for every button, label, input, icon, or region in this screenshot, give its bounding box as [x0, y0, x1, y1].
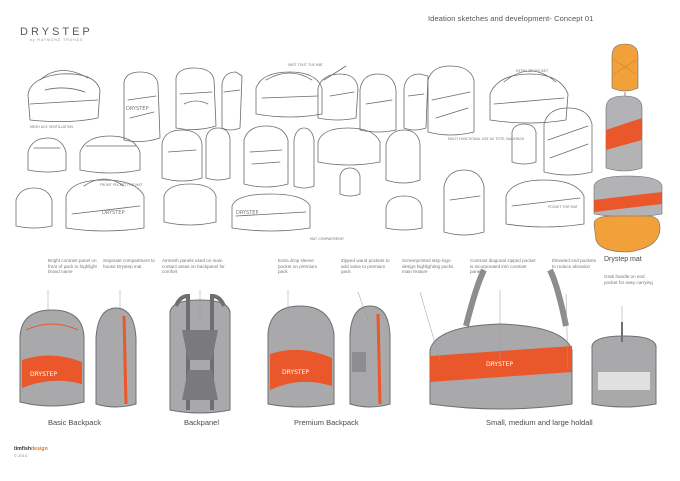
sketch-backpack-4	[359, 73, 397, 133]
caption-premium-backpack: Premium Backpack	[294, 418, 359, 427]
sketch-note-front-pocket: FRONT POCKET FOR MAT	[100, 183, 143, 187]
sketch-drystep-3: DRYSTEP	[236, 210, 258, 216]
sketch-backpack-1	[123, 71, 161, 142]
sketch-backpack-9	[243, 125, 289, 188]
note-drop-sleeve: Extra drop sleeve pocket on premium pack	[278, 258, 318, 275]
sketch-backpack-14	[443, 169, 485, 236]
footer-brand-main: timfish	[14, 446, 32, 452]
note-grab-handle: Grab handle on end pocket for easy carry…	[604, 274, 653, 285]
sketch-note-pocket: POCKET FOR MAT	[548, 205, 579, 209]
sketch-holdall-1	[27, 70, 101, 122]
note-elevated-pockets: Elevated end pockets to reduce abrasion	[552, 258, 596, 269]
sketch-holdall-10	[163, 183, 217, 226]
sketch-small-1	[339, 167, 361, 197]
note-contrast-diagonal: Contrast diagonal zipped pocket is incor…	[470, 258, 536, 275]
caption-holdall: Small, medium and large holdall	[486, 418, 593, 427]
footer: timfishdesign © 2014	[14, 446, 48, 458]
caption-backpanel: Backpanel	[184, 418, 220, 427]
sketch-backpack-12	[511, 123, 537, 165]
backpanel-render	[169, 293, 231, 414]
sketch-note-mat-comp: MAT COMPARTMENT	[310, 237, 345, 241]
note-wand-pockets: Zipped wand pockets to add value to prem…	[341, 258, 390, 275]
sketch-backpack-6	[427, 65, 475, 136]
sketch-backpack-11	[385, 129, 421, 184]
basic-pack-brand: DRYSTEP	[30, 371, 57, 378]
sketch-backpack-8	[205, 127, 231, 181]
sketch-note-mesh: MESH ACE VENTILLATION	[30, 125, 73, 129]
sketch-backpack-13	[543, 107, 593, 176]
sketch-backpack-2	[175, 67, 217, 130]
note-airmesh: Airmesh panels used on main contact area…	[162, 258, 225, 275]
sketch-drystep-2: DRYSTEP	[126, 106, 148, 112]
holdall-render	[429, 268, 657, 410]
caption-basic-backpack: Basic Backpack	[48, 418, 101, 427]
sketch-holdall-3	[317, 65, 359, 121]
footer-brand: timfishdesign	[14, 446, 48, 452]
sketch-note-extra-zip: EXTRA ZIP POCKET	[516, 69, 549, 73]
note-bright-contrast: Bright contrast panel on front of pack t…	[48, 258, 97, 275]
sketch-backpack-7	[161, 129, 203, 182]
sketch-note-sket: SKET TOUT TUE MAT	[288, 63, 324, 67]
sketch-drystep-1: DRYSTEP	[102, 210, 124, 216]
note-separate-compartment: Separate compartment to house Drystep ma…	[103, 258, 155, 269]
sketch-holdall-6	[79, 135, 141, 174]
sketch-backpack-3	[221, 71, 243, 131]
premium-pack-brand: DRYSTEP	[282, 369, 309, 376]
sketch-holdall-8	[15, 187, 53, 229]
drystep-mat-label: Drystep mat	[604, 256, 642, 263]
drystep-mat-illustration	[593, 43, 663, 253]
note-screenprinted: Screenprinted step logo design highlight…	[402, 258, 454, 275]
sketch-holdall-2	[255, 71, 323, 118]
logo-wordmark: DRYSTEP	[20, 26, 93, 38]
premium-backpack-render	[267, 305, 391, 408]
sketch-holdall-11	[231, 193, 311, 232]
sketch-holdall-13	[505, 179, 585, 228]
footer-copyright: © 2014	[14, 453, 27, 458]
sketch-holdall-7	[317, 127, 381, 166]
footer-brand-accent: design	[31, 446, 48, 452]
holdall-brand: DRYSTEP	[486, 361, 513, 368]
sketch-holdall-5	[27, 137, 67, 173]
sketch-backpack-5	[403, 73, 429, 131]
page-title: Ideation sketches and development- Conce…	[428, 14, 594, 23]
sketch-note-multi: MULTI FUNCTIONAL USE AS TOTE, BACKPACK	[448, 137, 525, 141]
sketch-holdall-12	[385, 195, 423, 231]
logo-subtitle: by RAYMOND TROHAS	[30, 38, 84, 42]
sketch-holdall-4	[489, 70, 569, 124]
basic-backpack-render	[19, 307, 137, 408]
sketch-holdall-9	[65, 178, 145, 232]
sketch-backpack-10	[293, 127, 315, 189]
drystep-logo: DRYSTEP by RAYMOND TROHAS	[20, 26, 93, 42]
